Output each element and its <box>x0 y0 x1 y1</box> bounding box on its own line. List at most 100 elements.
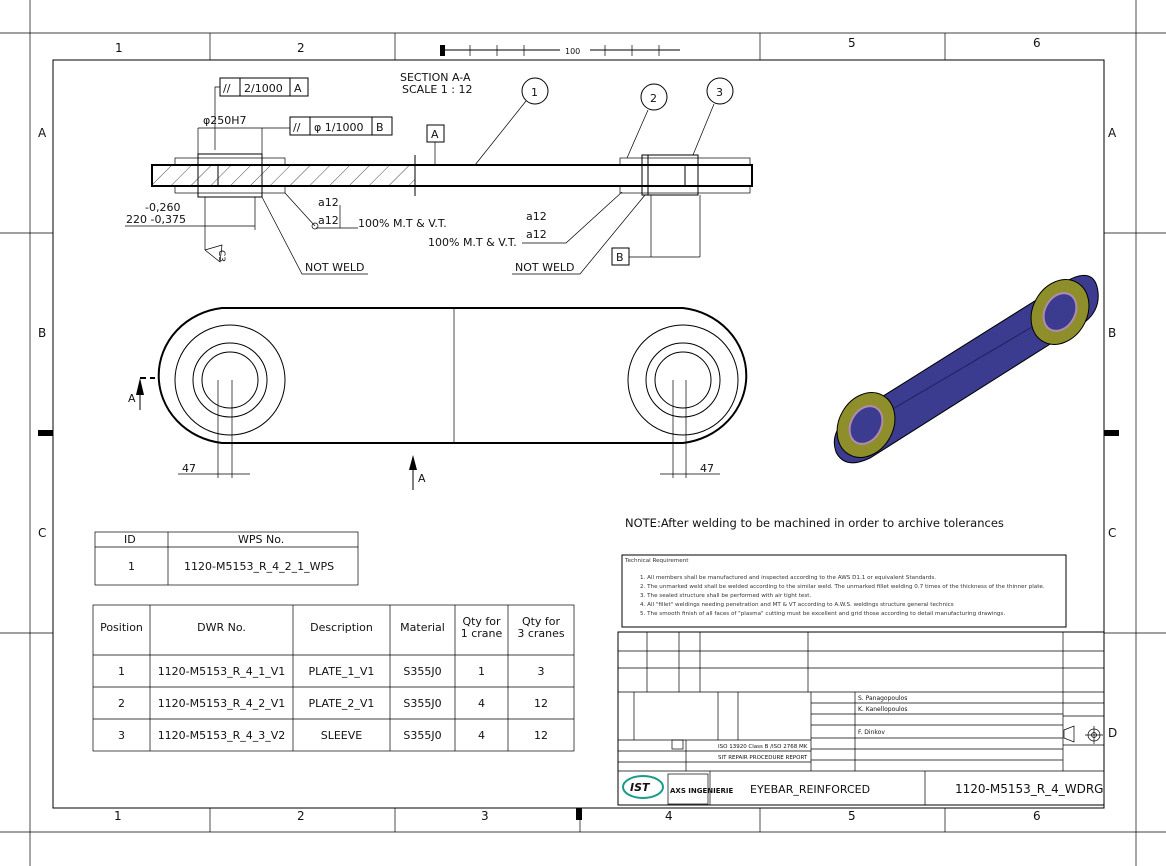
row-label: C <box>1108 526 1116 540</box>
weld-symbol-bottom: a12 <box>526 228 547 241</box>
column-label: 6 <box>1033 36 1041 50</box>
row-label: C <box>38 526 46 540</box>
parts-header-cell: Qty for <box>522 615 561 628</box>
parts-table: Position DWR No. Description Material Qty fo… <box>92 604 575 752</box>
parts-cell: S355J0 <box>403 729 441 742</box>
column-label: 1 <box>115 41 123 55</box>
parts-header-cell: 3 cranes <box>517 627 565 640</box>
tolerance-frame-parallelism-a: // 2/1000 A <box>214 77 309 150</box>
drawing-number: 1120-M5153_R_4_WDRG <box>955 782 1103 796</box>
parts-cell: S355J0 <box>403 665 441 678</box>
projection-symbol-icon <box>1063 725 1103 744</box>
section-marker-left: A <box>128 392 136 405</box>
section-title: SECTION A-A <box>400 71 471 84</box>
company-logo-axs: AXS INGENIERIE <box>667 773 734 805</box>
bore-dimension: φ250H7 <box>203 114 247 127</box>
svg-text://: // <box>223 82 231 95</box>
tech-req-item: 3. The sealed structure shall be perform… <box>640 593 811 599</box>
parts-cell: 3 <box>538 665 545 678</box>
title-block: S. Panagopoulos K. Kanellopoulos F. Dink… <box>617 631 1105 806</box>
tech-req-item: 2. The unmarked weld shall be welded acc… <box>640 584 1045 590</box>
machining-note: NOTE:After welding to be machined in ord… <box>625 516 1004 530</box>
parts-cell: 12 <box>534 697 548 710</box>
wps-header-id: ID <box>124 533 136 546</box>
parts-cell: 1 <box>118 665 125 678</box>
checked-by: K. Kanellopoulos <box>858 706 908 713</box>
svg-text:IST: IST <box>630 781 651 794</box>
parts-cell: S355J0 <box>403 697 441 710</box>
parts-cell: 2 <box>118 697 125 710</box>
wps-cell: 1 <box>128 560 135 573</box>
column-label: 5 <box>848 809 856 823</box>
scale-bar-label: 100 <box>565 47 580 56</box>
balloon-1: 1 <box>531 86 538 99</box>
weld-symbol-top: a12 <box>318 196 339 209</box>
svg-text://: // <box>293 121 301 134</box>
datum-a-label: A <box>431 128 439 141</box>
parts-cell: 1120-M5153_R_4_2_V1 <box>158 697 286 710</box>
chamfer-label: C3 <box>216 250 226 262</box>
parts-header-cell: Position <box>100 621 143 634</box>
svg-text:A: A <box>294 82 302 95</box>
balloon-3: 3 <box>716 86 723 99</box>
svg-text:2/1000: 2/1000 <box>244 82 283 95</box>
weld-symbol-top: a12 <box>526 210 547 223</box>
dimension-left: 47 <box>182 462 196 475</box>
wps-header-no: WPS No. <box>238 533 284 546</box>
svg-text:AXS INGENIERIE: AXS INGENIERIE <box>670 787 734 795</box>
column-label: 2 <box>297 41 305 55</box>
svg-text:φ 1/1000: φ 1/1000 <box>314 121 363 134</box>
balloon-2: 2 <box>650 92 657 105</box>
column-label: 2 <box>297 809 305 823</box>
column-label: 3 <box>481 809 489 823</box>
row-label: B <box>1108 326 1116 340</box>
parts-cell: 4 <box>478 697 485 710</box>
dimension-tolerance-upper: -0,260 <box>145 201 180 214</box>
column-label: 5 <box>848 36 856 50</box>
section-scale: SCALE 1 : 12 <box>402 83 472 96</box>
parts-cell: 3 <box>118 729 125 742</box>
not-weld-label-left: NOT WELD <box>305 261 365 274</box>
tolerance-frame-parallelism-b: // φ 1/1000 B <box>262 116 393 136</box>
drawn-by: S. Panagopoulos <box>858 695 907 702</box>
row-label: B <box>38 326 46 340</box>
section-view: SECTION A-A SCALE 1 : 12 // 2/1000 A <box>125 71 753 275</box>
parts-header-cell: DWR No. <box>197 621 246 634</box>
svg-text:B: B <box>376 121 384 134</box>
plan-view: A A 47 47 <box>128 307 748 490</box>
column-label: 6 <box>1033 809 1041 823</box>
parts-header-cell: Material <box>400 621 445 634</box>
parts-cell: 12 <box>534 729 548 742</box>
weld-symbol-bottom: a12 <box>318 214 339 227</box>
drawing-title: EYEBAR_REINFORCED <box>750 783 870 796</box>
row-label: A <box>1108 126 1117 140</box>
report-label: SIT REPAIR PROCEDURE REPORT <box>718 755 808 761</box>
parts-header-cell: Description <box>310 621 373 634</box>
parts-cell: 1120-M5153_R_4_3_V2 <box>158 729 286 742</box>
section-marker-bottom: A <box>418 472 426 485</box>
parts-cell: 1 <box>478 665 485 678</box>
column-label: 4 <box>665 809 673 823</box>
not-weld-label-right: NOT WELD <box>515 261 575 274</box>
dimension-tolerance-lower: 220 -0,375 <box>126 213 186 226</box>
approved-by: F. Dinkov <box>858 729 885 736</box>
tech-req-item: 5. The smooth finish of all faces of "pl… <box>640 611 1005 617</box>
dimension-right: 47 <box>700 462 714 475</box>
parts-cell: 1120-M5153_R_4_1_V1 <box>158 665 286 678</box>
parts-header-cell: Qty for <box>462 615 501 628</box>
wps-cell: 1120-M5153_R_4_2_1_WPS <box>184 560 334 573</box>
datum-b-label: B <box>616 251 624 264</box>
parts-cell: SLEEVE <box>321 729 363 742</box>
parts-cell: PLATE_1_V1 <box>309 665 375 678</box>
standard-label: ISO 13920 Class B /ISO 2768 MK <box>718 744 808 750</box>
tech-req-item: 4. All "fillet" weldings needing penetra… <box>640 602 954 608</box>
row-label: D <box>1108 726 1117 740</box>
scale-bar: 100 <box>440 45 680 56</box>
row-label: A <box>38 126 47 140</box>
wps-table: ID WPS No. 1 1120-M5153_R_4_2_1_WPS <box>94 531 359 586</box>
weld-note: 100% M.T & V.T. <box>428 236 517 249</box>
parts-cell: PLATE_2_V1 <box>309 697 375 710</box>
